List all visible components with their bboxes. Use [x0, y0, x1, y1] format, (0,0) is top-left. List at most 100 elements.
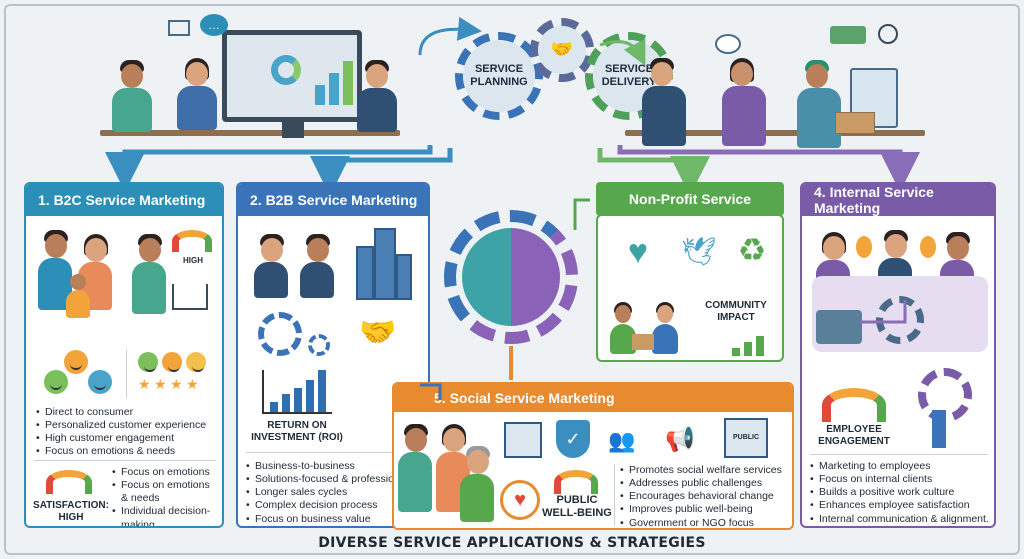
handshake-icon: 🤝 [538, 26, 586, 74]
smiley-icon [186, 352, 206, 372]
bullet-item: Government or NGO focus [620, 517, 782, 529]
bullet-item: Internal communication & alignment. [810, 513, 989, 526]
community-impact-label: COMMUNITY IMPACT [705, 300, 767, 323]
bullet-item: Complex decision process [246, 499, 408, 512]
bullet-item: Encourages behavioral change [620, 490, 782, 503]
bullet-item: Focus on emotions & needs [36, 445, 206, 458]
mail-icon [168, 20, 190, 36]
internal-bullets: Marketing to employees Focus on internal… [810, 460, 989, 526]
divider [614, 464, 615, 526]
recycle-icon: ♻ [737, 232, 767, 268]
satisfaction-gauge-icon [172, 230, 212, 252]
internal-title: 4. Internal Service Marketing [802, 184, 994, 216]
arrow [860, 300, 907, 324]
center-arrows [420, 198, 907, 400]
social-title: 5. Social Service Marketing [394, 384, 792, 412]
b2b-title: 2. B2B Service Marketing [238, 184, 428, 216]
public-building-icon: PUBLIC [724, 418, 768, 458]
public-building-label: PUBLIC [732, 433, 760, 441]
roi-chart-icon [262, 370, 332, 414]
bullet-item: Marketing to employees [810, 460, 989, 473]
bullet-item: Business-to-business [246, 460, 408, 473]
star-icon: ★ [138, 376, 151, 392]
star-icon: ★ [170, 376, 183, 392]
top-scene: … SERVICE PLANNING 🤝 SERVICE DELIVERY [60, 14, 960, 148]
divider [246, 452, 422, 453]
social-panel: 5. Social Service Marketing ✓ 👥 📢 PUBLIC… [392, 382, 794, 530]
nonprofit-title: Non-Profit Service [596, 182, 784, 216]
donation-box-icon [632, 334, 654, 350]
bullet-item: Improves public well-being [620, 503, 782, 516]
bullet-item: Longer sales cycles [246, 486, 408, 499]
bullet-item: Direct to consumer [36, 406, 206, 419]
bullet-item: Promotes social welfare services [620, 464, 782, 477]
shopping-cart-icon [172, 284, 208, 310]
monitor-stand [282, 122, 304, 138]
building-icon [396, 254, 412, 300]
government-building-icon [504, 422, 542, 458]
bullet-item: Addresses public challenges [620, 477, 782, 490]
bullet-item: Focus on internal clients [810, 473, 989, 486]
award-badge-icon [856, 236, 872, 258]
smiley-icon [44, 370, 68, 394]
smiley-icon [138, 352, 158, 372]
bullet-item: Focus on emotions & needs [112, 479, 216, 505]
bullet-item: Individual decision-making [112, 505, 216, 526]
gear-wrench-icon [876, 296, 924, 344]
heart-shield-icon: ♥ [500, 480, 540, 520]
outer-frame [4, 4, 1020, 555]
shield-check-icon: ✓ [556, 420, 590, 458]
caring-hands-heart-icon: ♥ [627, 232, 649, 271]
arrow [105, 145, 433, 192]
gear-icon [308, 334, 330, 356]
smiley-icon [88, 370, 112, 394]
bullet-item: Focus on business value [246, 513, 408, 526]
desk [625, 130, 925, 136]
handshake-icon: 🤝 [359, 315, 397, 349]
people-group-icon: 👥 [608, 428, 636, 453]
nonprofit-panel: ♥ 🕊 ♻ COMMUNITY IMPACT [596, 214, 784, 362]
smiley-icon [64, 350, 88, 374]
award-badge-icon [920, 236, 936, 258]
gauge-high-label: HIGH [183, 256, 203, 265]
footer-title: DIVERSE SERVICE APPLICATIONS & STRATEGIE… [318, 535, 706, 551]
b2c-panel: 1. B2C Service Marketing HIGH ★ ★ ★ ★ Di… [24, 182, 224, 528]
tie-icon [932, 410, 946, 448]
clock-icon [878, 24, 898, 44]
building-icon [356, 246, 374, 300]
impact-chart-icon [702, 328, 768, 356]
arrow [573, 198, 590, 230]
smiley-icon [162, 352, 182, 372]
bullet-item: Builds a positive work culture [810, 486, 989, 499]
b2c-bullets-2: Focus on emotions Focus on emotions & ne… [112, 466, 216, 526]
social-bullets: Promotes social welfare services Address… [620, 464, 782, 529]
megaphone-icon: 📢 [665, 425, 695, 453]
arrow [418, 16, 482, 56]
internal-panel: 4. Internal Service Marketing EMPLOYEE E… [800, 182, 996, 528]
arrow [420, 383, 442, 400]
arrow [597, 148, 710, 196]
bullet-item: High customer engagement [36, 432, 206, 445]
building-icon [374, 228, 396, 300]
bullet-item: Solutions-focused & professional [246, 473, 408, 486]
public-wellbeing-label: PUBLIC WELL-BEING [542, 494, 612, 520]
bullet-item: Enhances employee satisfaction [810, 499, 989, 512]
satisfaction-label: SATISFACTION: HIGH [33, 500, 109, 523]
b2c-title: 1. B2C Service Marketing [26, 184, 222, 216]
chat-bubble-icon [715, 34, 741, 54]
box-icon [835, 112, 875, 134]
desk [100, 130, 400, 136]
b2c-bullets: Direct to consumer Personalized customer… [36, 406, 206, 459]
delivery-truck-icon [830, 26, 866, 44]
star-icon: ★ [186, 376, 199, 392]
divider [810, 454, 988, 455]
roi-label: RETURN ON INVESTMENT (ROI) [251, 420, 343, 443]
gear-ring [455, 32, 543, 120]
star-icon: ★ [154, 376, 167, 392]
arrow [599, 38, 646, 66]
engagement-label: EMPLOYEE ENGAGEMENT [818, 424, 890, 447]
satisfaction-gauge-icon [46, 470, 92, 494]
arrow [617, 145, 920, 192]
engagement-gauge-icon [822, 388, 886, 422]
gear-icon [258, 312, 302, 356]
